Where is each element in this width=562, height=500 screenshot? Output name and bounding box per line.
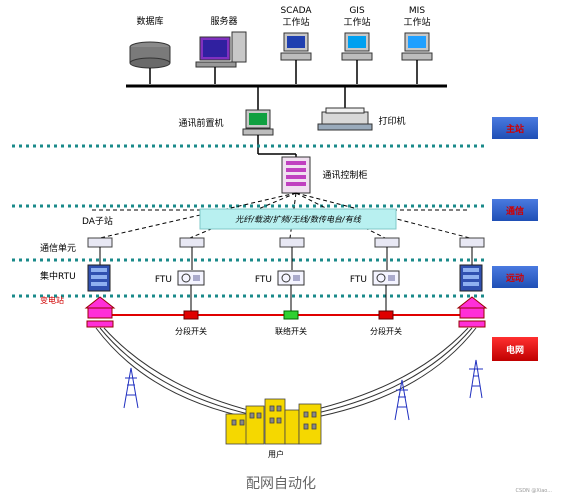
server-icon [195,31,247,84]
transmission-wires [95,327,477,421]
comm-unit-icon [279,237,305,270]
database-icon [129,41,171,84]
master-station-section: 数据库 服务器 SCADA 工作站 GIS 工作站 [126,6,447,158]
da-station-label: DA子站 [82,215,113,227]
comm-controller-label: 通讯控制柜 [322,169,367,181]
distribution-automation-diagram: 数据库 服务器 SCADA 工作站 GIS 工作站 [12,6,538,459]
comm-unit-icon [179,237,205,270]
ftu-label-3: FTU [350,275,367,285]
database-label: 数据库 [136,15,163,27]
front-end-label: 通讯前置机 [178,117,223,129]
scada-label: SCADA [280,6,312,16]
ftu-device-icon [277,270,305,286]
comm-unit-icon [374,237,400,270]
terminal-tag: 远动 [492,266,538,288]
scada-workstation-label: 工作站 [282,16,309,28]
substation-right-icon [456,296,488,328]
ftu-label-2: FTU [255,275,272,285]
ftu-device-icon [372,270,400,286]
comm-unit-icon [459,237,485,266]
printer-label: 打印机 [378,115,405,127]
master-station-tag: 主站 [492,117,538,139]
comm-unit-label: 通信单元 [40,242,76,254]
power-grid-tag: 电网 [492,337,538,361]
ftu-drops [190,285,387,311]
consumer-buildings-icon [225,398,322,445]
sectional-switch-label-right: 分段开关 [370,326,402,336]
channel-types-label: 光纤/载波/扩频/无线/数传电台/有线 [235,215,361,224]
rtu-cabinet-right-icon [459,264,483,292]
rtu-label: 集中RTU [40,270,76,282]
tower-icon [123,367,139,409]
substation-label: 变电站 [40,295,64,305]
comm-controller-icon [281,156,311,194]
ftu-units [177,270,400,286]
ftu-label-1: FTU [155,275,172,285]
channel-types-box: 光纤/载波/扩频/无线/数传电台/有线 [199,208,397,230]
server-label: 服务器 [210,15,237,27]
svg-text:通信: 通信 [506,205,524,217]
gis-workstation-icon [341,32,373,84]
rtu-cabinet-left-icon [87,264,111,292]
ftu-device-icon [177,270,205,286]
front-end-computer-icon [242,109,274,136]
comm-units [87,237,485,270]
scada-workstation-icon [280,32,312,84]
gis-workstation-label: 工作站 [343,16,370,28]
svg-text:主站: 主站 [506,123,524,135]
dotted-separators [12,144,485,298]
tower-icon [469,359,483,399]
svg-text:远动: 远动 [506,273,524,284]
mis-label: MIS [409,6,425,16]
substation-left-icon [84,296,116,328]
sectional-switch-left [183,310,199,320]
sectional-switch-right [378,310,394,320]
tower-icon [394,379,410,421]
consumer-label: 用户 [268,449,284,459]
sectional-switch-label-left: 分段开关 [175,326,207,336]
communication-tag: 通信 [492,199,538,221]
mis-workstation-label: 工作站 [403,16,430,28]
svg-text:电网: 电网 [506,344,524,356]
printer-icon [317,107,373,131]
comm-unit-icon [87,237,113,266]
tie-switch-label: 联络开关 [275,326,307,336]
tie-switch [283,310,299,320]
figure-caption: 配网自动化 [246,476,316,492]
gis-label: GIS [349,6,365,16]
watermark: CSDN @Xiao... [515,488,552,494]
mis-workstation-icon [401,32,433,84]
